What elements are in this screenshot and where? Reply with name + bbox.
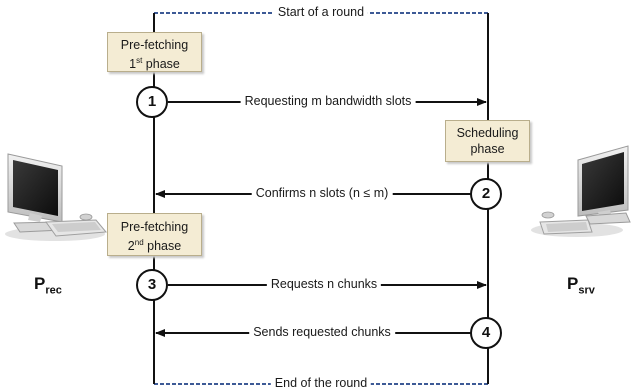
step-3-label: Requests n chunks <box>266 277 382 292</box>
prefetch-phase-2-subtitle: 2nd phase <box>127 238 182 254</box>
step-4-circle: 4 <box>470 317 502 349</box>
step-1-label: Requesting m bandwidth slots <box>240 94 416 109</box>
peer-receiver-label: Prec <box>34 274 62 297</box>
computer-icon-left <box>5 153 108 241</box>
computer-icon-right <box>531 145 631 237</box>
peer-server-label: Psrv <box>567 274 595 297</box>
scheduling-phase-title: Scheduling <box>456 126 519 140</box>
prefetch-phase-2-box: Pre-fetching 2nd phase <box>107 213 202 256</box>
scheduling-phase-subtitle: phase <box>470 142 505 156</box>
prefetch-phase-1-title: Pre-fetching <box>120 38 189 52</box>
step-2-circle: 2 <box>470 178 502 210</box>
prefetch-phase-1-subtitle: 1st phase <box>129 56 180 72</box>
round-end-label: End of the round <box>270 376 372 391</box>
step-1-circle: 1 <box>136 86 168 118</box>
step-3-circle: 3 <box>136 269 168 301</box>
step-2-label: Confirms n slots (n ≤ m) <box>251 186 393 201</box>
round-start-label: Start of a round <box>273 5 369 20</box>
step-4-label: Sends requested chunks <box>249 325 395 340</box>
scheduling-phase-box: Scheduling phase <box>445 120 530 162</box>
prefetch-phase-1-box: Pre-fetching 1st phase <box>107 32 202 72</box>
prefetch-phase-2-title: Pre-fetching <box>120 220 189 234</box>
